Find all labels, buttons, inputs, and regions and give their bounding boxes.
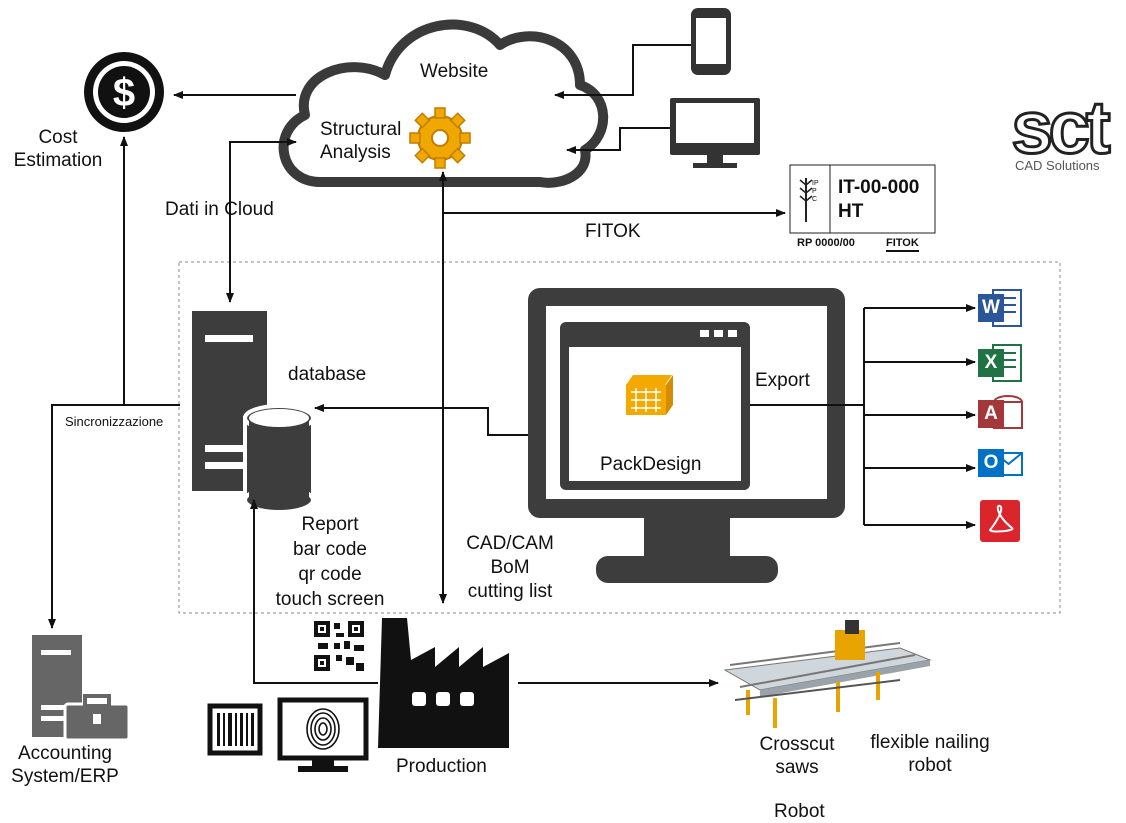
- dati-in-cloud-label: Dati in Cloud: [165, 199, 274, 220]
- nailing-label: flexible nailing robot: [870, 732, 990, 776]
- export-connectors: [750, 304, 976, 529]
- excel-letter: X: [984, 352, 998, 373]
- system-boundary: [178, 261, 1061, 614]
- cloud-icon: [278, 19, 609, 188]
- packdesign-monitor: [528, 288, 845, 583]
- structural-analysis-label: Structural Analysis: [320, 119, 402, 163]
- packdesign-logo-icon: [626, 375, 673, 415]
- svg-text:sct: sct: [1012, 86, 1110, 169]
- word-icon: [978, 289, 1022, 327]
- svg-text:$: $: [113, 71, 135, 115]
- accounting-label: Accounting System/ERP: [11, 743, 119, 787]
- export-label: Export: [755, 370, 810, 391]
- fingerprint-touchscreen-icon: [277, 697, 369, 772]
- fitok-stamp-rp: RP 0000/00: [797, 237, 855, 249]
- robot-label: Robot: [774, 801, 825, 822]
- fitok-stamp: [789, 164, 936, 234]
- factory-icon: [378, 618, 509, 748]
- pdf-icon: [980, 500, 1020, 542]
- word-letter: W: [982, 297, 1000, 318]
- production-label: Production: [396, 756, 487, 777]
- briefcase-icon: [63, 694, 131, 742]
- barcode-icon: [207, 703, 263, 756]
- qr-code-icon: [314, 621, 364, 671]
- fitok-stamp-ippc: IPPC: [812, 180, 819, 203]
- database-label: database: [288, 364, 367, 385]
- logo-tagline: CAD Solutions: [1015, 158, 1100, 173]
- outlook-letter: O: [983, 452, 999, 473]
- cad-cam-label: CAD/CAM BoM cutting list: [466, 533, 554, 602]
- dollar-icon: $: [84, 52, 164, 132]
- outlook-icon: [978, 449, 1023, 477]
- fitok-stamp-treatment: HT: [838, 201, 864, 222]
- database-icon: [243, 404, 315, 514]
- fitok-label: FITOK: [585, 221, 641, 242]
- excel-icon: [978, 344, 1022, 382]
- gear-icon: [409, 107, 471, 169]
- packdesign-label: PackDesign: [600, 454, 702, 475]
- sincronizzazione-label: Sincronizzazione: [65, 414, 164, 429]
- robot-machine-icon: [723, 620, 932, 728]
- fitok-stamp-code: IT-00-000: [838, 177, 920, 198]
- cost-estimation-label: Cost Estimation: [13, 127, 103, 171]
- website-label: Website: [420, 61, 489, 82]
- access-letter: A: [984, 403, 998, 424]
- crosscut-label: Crosscut saws: [759, 734, 835, 778]
- access-icon: [978, 395, 1023, 429]
- fitok-stamp-brand: FITOK: [886, 237, 919, 252]
- smartphone-icon: [691, 8, 731, 75]
- desktop-monitor-icon: [670, 98, 760, 168]
- sct-logo: sct: [1010, 85, 1115, 171]
- report-label: Report bar code qr code touch screen: [275, 514, 385, 610]
